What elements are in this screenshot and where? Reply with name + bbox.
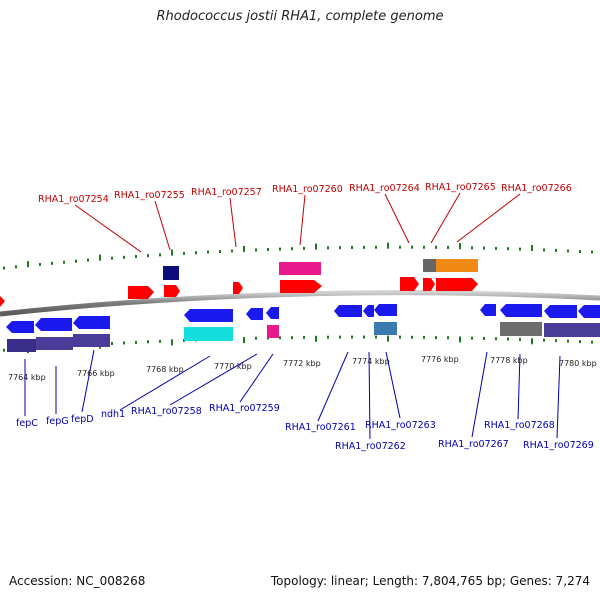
reverse-gene-label[interactable]: RHA1_ro07258 xyxy=(131,406,202,417)
gene-ro07266-b[interactable] xyxy=(436,278,478,291)
gene-fepC-b[interactable] xyxy=(7,339,36,352)
gene-fepG[interactable] xyxy=(35,318,72,331)
gene-ro07269-b[interactable] xyxy=(544,323,577,337)
gene-ro07255-a[interactable] xyxy=(163,266,179,280)
reverse-gene-label[interactable]: fepG xyxy=(46,416,69,427)
reverse-gene-label[interactable]: RHA1_ro07261 xyxy=(285,422,356,433)
scale-label: 7774 kbp xyxy=(352,357,390,366)
reverse-features xyxy=(6,304,600,352)
reverse-leader-line xyxy=(119,355,211,411)
gene-ro07254[interactable] xyxy=(128,286,154,299)
genome-backbone xyxy=(0,290,600,317)
forward-gene-label[interactable]: RHA1_ro07266 xyxy=(501,183,572,194)
gene-right-edge-b[interactable] xyxy=(577,323,600,337)
reverse-leader-line xyxy=(517,353,521,420)
gene-ro07263[interactable] xyxy=(374,304,397,316)
forward-gene-label[interactable]: RHA1_ro07254 xyxy=(38,194,109,205)
forward-gene-label[interactable]: RHA1_ro07255 xyxy=(114,190,185,201)
gene-ro07261[interactable] xyxy=(334,305,362,317)
gene-ro07265-b[interactable] xyxy=(423,278,435,291)
forward-gene-label[interactable]: RHA1_ro07260 xyxy=(272,184,343,195)
gene-left-edge[interactable] xyxy=(0,296,5,307)
forward-leader-line xyxy=(154,200,171,251)
reverse-gene-label[interactable]: RHA1_ro07262 xyxy=(335,441,406,452)
scale-label: 7780 kbp xyxy=(559,359,597,368)
forward-gene-labels: RHA1_ro07254 RHA1_ro07255 RHA1_ro07257 RHA1… xyxy=(38,182,572,253)
scale-label: 7768 kbp xyxy=(146,365,184,374)
gene-ro07259[interactable] xyxy=(266,307,279,319)
reverse-leader-line xyxy=(368,351,371,440)
gene-ro07262[interactable] xyxy=(363,305,374,317)
reverse-leader-line xyxy=(239,353,274,403)
scale-label: 7764 kbp xyxy=(8,373,46,382)
gene-ro07266-a[interactable] xyxy=(436,259,478,272)
gene-ro07268[interactable] xyxy=(500,304,542,317)
gene-ro07269[interactable] xyxy=(544,305,577,318)
reverse-gene-label[interactable]: fepD xyxy=(71,414,94,425)
scale-label: 7772 kbp xyxy=(283,359,321,368)
forward-leader-line xyxy=(456,193,521,243)
gene-ndh1[interactable] xyxy=(184,309,233,322)
forward-leader-line xyxy=(299,194,306,246)
reverse-gene-label[interactable]: RHA1_ro07267 xyxy=(438,439,509,450)
forward-leader-line xyxy=(229,197,237,248)
scale-label: 7778 kbp xyxy=(490,356,528,365)
gene-fepD-b[interactable] xyxy=(73,334,110,347)
genome-stats-label: Topology: linear; Length: 7,804,765 bp; … xyxy=(270,574,590,588)
forward-features xyxy=(0,259,478,307)
gene-ro07260-a[interactable] xyxy=(279,262,321,275)
scale-labels: 7764 kbp 7766 kbp 7768 kbp 7770 kbp 7772 kbp… xyxy=(8,355,597,382)
forward-leader-line xyxy=(430,192,461,244)
forward-gene-label[interactable]: RHA1_ro07265 xyxy=(425,182,496,193)
reverse-gene-label[interactable]: ndh1 xyxy=(101,409,125,420)
scale-label: 7770 kbp xyxy=(214,362,252,371)
gene-ro07257[interactable] xyxy=(233,282,243,294)
reverse-leader-line xyxy=(169,353,258,406)
forward-gene-label[interactable]: RHA1_ro07257 xyxy=(191,187,262,198)
gene-ro07264[interactable] xyxy=(400,277,419,291)
scale-label: 7776 kbp xyxy=(421,355,459,364)
reverse-leader-line xyxy=(556,355,561,439)
gene-ro07265-a[interactable] xyxy=(423,259,437,272)
gene-ndh1-b[interactable] xyxy=(184,327,233,341)
gene-ro07258[interactable] xyxy=(246,308,263,320)
forward-leader-line xyxy=(384,193,410,244)
scale-label: 7766 kbp xyxy=(77,369,115,378)
gene-fepD[interactable] xyxy=(73,316,110,329)
forward-tick-track xyxy=(3,242,593,270)
gene-ro07255-b[interactable] xyxy=(164,285,180,297)
gene-ro07260-b[interactable] xyxy=(280,280,322,293)
reverse-gene-label[interactable]: fepC xyxy=(16,418,38,429)
reverse-gene-label[interactable]: RHA1_ro07263 xyxy=(365,420,436,431)
forward-gene-label[interactable]: RHA1_ro07264 xyxy=(349,183,420,194)
gene-ro07268-b[interactable] xyxy=(500,322,542,336)
reverse-leader-line xyxy=(81,349,95,413)
reverse-leader-line xyxy=(317,351,349,422)
reverse-gene-label[interactable]: RHA1_ro07259 xyxy=(209,403,280,414)
gene-right-edge[interactable] xyxy=(578,305,600,318)
gene-ro07259-b[interactable] xyxy=(267,325,279,338)
reverse-gene-label[interactable]: RHA1_ro07269 xyxy=(523,440,594,451)
accession-label: Accession: NC_008268 xyxy=(9,574,146,588)
gene-fepC[interactable] xyxy=(6,321,34,333)
reverse-leader-line xyxy=(385,351,401,419)
reverse-leader-line xyxy=(471,351,488,438)
forward-leader-line xyxy=(74,204,142,253)
gene-fepG-b[interactable] xyxy=(36,337,73,350)
gene-ro07263-b[interactable] xyxy=(374,322,397,335)
reverse-gene-label[interactable]: RHA1_ro07268 xyxy=(484,420,555,431)
gene-ro07267[interactable] xyxy=(480,304,496,316)
genome-title: Rhodococcus jostii RHA1, complete genome xyxy=(156,9,444,24)
